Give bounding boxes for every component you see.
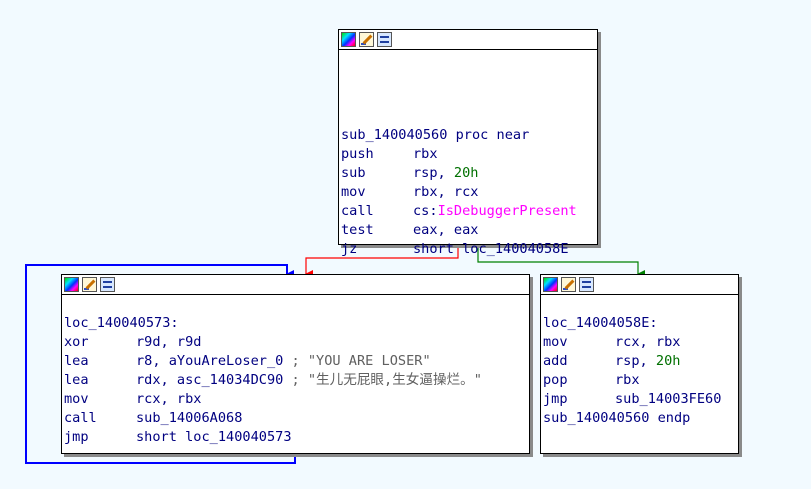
asm-line[interactable]: pop rbx [543, 371, 736, 390]
operand: rdx, asc_14034DC90 [136, 372, 292, 388]
asm-line[interactable]: call cs:IsDebuggerPresent [341, 202, 595, 221]
edge-loop-back[interactable] [25, 264, 296, 464]
mnemonic: call [341, 203, 374, 219]
asm-line[interactable]: xor r9d, r9d [64, 333, 527, 352]
operand: cs: [413, 203, 438, 219]
operand: rcx, rbx [615, 334, 681, 350]
graph-icon[interactable] [579, 277, 594, 292]
asm-line[interactable]: push rbx [341, 145, 595, 164]
color-icon[interactable] [341, 32, 356, 47]
operand: rcx, rbx [136, 391, 202, 407]
jump-target[interactable]: short loc_140040573 [136, 429, 292, 445]
color-icon[interactable] [543, 277, 558, 292]
call-target[interactable]: sub_14006A068 [136, 410, 243, 426]
jump-target[interactable]: short loc_14004058E [413, 241, 569, 257]
node-left-code: loc_140040573: xor r9d, r9d lea r8, aYouAr… [62, 295, 529, 447]
asm-line[interactable]: sub_140040560 proc near [341, 126, 595, 145]
import-name[interactable]: IsDebuggerPresent [437, 203, 577, 219]
asm-line[interactable]: mov rbx, rcx [341, 183, 595, 202]
mnemonic: jmp [64, 429, 89, 445]
asm-line[interactable]: jmp sub_14003FE60 [543, 390, 736, 409]
asm-line[interactable]: sub rsp, 20h [341, 164, 595, 183]
mnemonic: mov [543, 334, 568, 350]
operand: r9d, r9d [136, 334, 202, 350]
operand: rbx [413, 146, 438, 162]
proc-name[interactable]: sub_140040560 [341, 127, 448, 143]
mnemonic: add [543, 353, 568, 369]
mnemonic: call [64, 410, 97, 426]
mnemonic: xor [64, 334, 89, 350]
asm-line[interactable]: jmp short loc_140040573 [64, 428, 527, 447]
mnemonic: lea [64, 372, 89, 388]
mnemonic: mov [341, 184, 366, 200]
operand: r8, aYouAreLoser_0 [136, 353, 292, 369]
asm-line[interactable]: mov rcx, rbx [543, 333, 736, 352]
asm-line[interactable]: test eax, eax [341, 221, 595, 240]
mnemonic: mov [64, 391, 89, 407]
edge-false-branch[interactable] [305, 244, 459, 278]
block-label[interactable]: loc_140040573: [64, 315, 179, 331]
operand: rbx [615, 372, 640, 388]
mnemonic: jmp [543, 391, 568, 407]
node-entry-toolbar [339, 30, 597, 50]
operand: rsp, [413, 165, 454, 181]
block-label[interactable]: loc_14004058E: [543, 315, 658, 331]
node-entry-code: sub_140040560 proc near push rbx sub rsp, … [339, 50, 597, 259]
asm-line[interactable]: jz short loc_14004058E [341, 240, 595, 259]
mnemonic: lea [64, 353, 89, 369]
rename-icon[interactable] [561, 277, 576, 292]
proc-keyword: proc near [447, 127, 530, 143]
operand: eax, eax [413, 222, 479, 238]
mnemonic: jz [341, 241, 358, 257]
edge-true-branch[interactable] [477, 244, 645, 278]
jump-target[interactable]: sub_14003FE60 [615, 391, 722, 407]
asm-line[interactable]: mov rcx, rbx [64, 390, 527, 409]
string-comment: ; "生儿无屁眼,生女逼操烂。" [291, 372, 482, 388]
immediate: 20h [655, 353, 681, 369]
immediate: 20h [453, 165, 479, 181]
node-right-toolbar [541, 275, 738, 295]
string-comment: ; "YOU ARE LOSER" [291, 353, 431, 369]
operand: rbx, rcx [413, 184, 479, 200]
color-icon[interactable] [64, 277, 79, 292]
mnemonic: sub [341, 165, 366, 181]
mnemonic: test [341, 222, 374, 238]
asm-line[interactable]: lea r8, aYouAreLoser_0 ; "YOU ARE LOSER" [64, 352, 527, 371]
node-entry[interactable]: sub_140040560 proc near push rbx sub rsp, … [338, 29, 598, 257]
operand: rsp, [615, 353, 656, 369]
node-right-code: loc_14004058E: mov rcx, rbx add rsp, 20h p… [541, 295, 738, 428]
node-loc-140040573[interactable]: loc_140040573: xor r9d, r9d lea r8, aYouAr… [61, 274, 530, 454]
proc-end: sub_140040560 endp [543, 410, 691, 426]
rename-icon[interactable] [359, 32, 374, 47]
asm-line[interactable]: lea rdx, asc_14034DC90 ; "生儿无屁眼,生女逼操烂。" [64, 371, 527, 390]
mnemonic: push [341, 146, 374, 162]
graph-icon[interactable] [100, 277, 115, 292]
rename-icon[interactable] [82, 277, 97, 292]
mnemonic: pop [543, 372, 568, 388]
node-left-toolbar [62, 275, 529, 295]
node-loc-14004058E[interactable]: loc_14004058E: mov rcx, rbx add rsp, 20h p… [540, 274, 739, 454]
asm-line[interactable]: call sub_14006A068 [64, 409, 527, 428]
graph-icon[interactable] [377, 32, 392, 47]
asm-line[interactable]: add rsp, 20h [543, 352, 736, 371]
